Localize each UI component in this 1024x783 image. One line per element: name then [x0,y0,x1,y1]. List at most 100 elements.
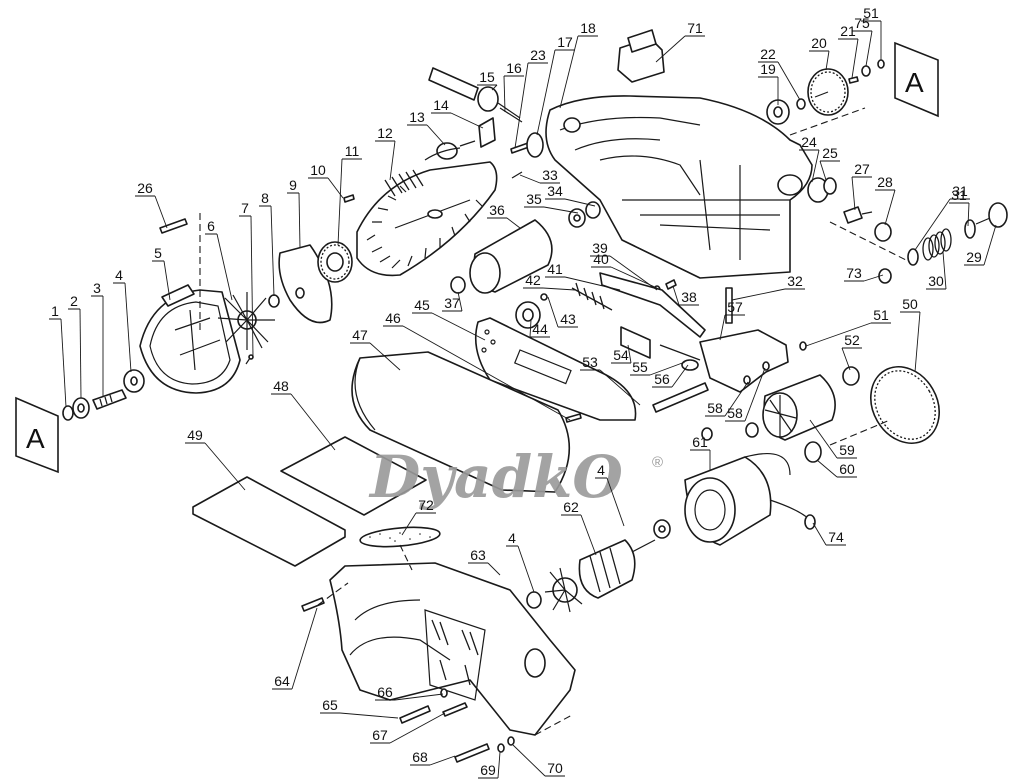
part-screw-10 [343,194,355,203]
leader-line [580,514,597,556]
part-number: 36 [489,202,505,218]
leader-line [942,251,947,290]
part-label-36: 36 [487,202,521,229]
part-number: 58 [707,400,723,416]
part-label-6: 6 [205,218,233,301]
part-label-24: 24 [799,134,820,183]
part-lever-27 [843,206,873,224]
leader-line [610,266,658,289]
part-number: 70 [547,760,563,776]
part-label-51: 51 [805,307,891,347]
part-washer-22 [796,98,806,110]
part-label-28: 28 [875,174,896,226]
part-side-cover-12 [356,161,498,277]
part-armature-62 [544,539,656,613]
part-label-32: 32 [731,273,805,301]
part-label-71: 71 [655,20,705,63]
leader-line [394,693,444,701]
part-number: 44 [532,321,548,337]
part-screw-26 [159,218,188,234]
part-retaining-ring-51b [799,341,807,351]
leader-line [339,712,399,719]
part-toothed-belt-50 [870,366,940,444]
part-screw-67 [442,702,468,717]
part-label-47: 47 [350,327,401,371]
leader-line [671,364,689,388]
part-label-1: 1 [49,303,67,408]
part-platen-49 [192,476,346,567]
part-pinion-60 [804,441,822,463]
part-number: 12 [377,125,393,141]
part-number: 27 [854,161,870,177]
part-label-56: 56 [652,364,689,388]
leader-line [542,287,576,291]
part-label-65: 65 [320,697,399,719]
part-label-4: 4 [506,530,535,593]
part-bearing-59b [745,422,759,438]
part-label-74: 74 [812,522,846,546]
part-number: 51 [873,307,889,323]
leader-line [564,276,621,291]
part-label-16: 16 [503,60,524,113]
part-label-70: 70 [512,744,565,777]
part-label-18: 18 [559,20,598,109]
part-front-bracket-57 [699,329,789,393]
part-spring-42 [571,282,613,311]
part-number: 51 [863,5,879,21]
part-sponge-filter-72 [359,526,441,548]
part-label-38: 38 [672,285,699,306]
leader-line [914,198,951,251]
part-bearing-37 [450,276,466,294]
leader-line [812,522,827,546]
leader-line [672,285,680,306]
leader-line [503,75,506,113]
leader-line [536,49,556,136]
leader-line [426,124,446,146]
part-label-44: 44 [529,319,550,338]
part-label-7: 7 [239,200,254,358]
part-label-58: 58 [705,381,749,417]
part-pulley-44 [515,301,541,329]
part-number: 48 [273,378,289,394]
part-number: 56 [654,371,670,387]
leader-line [519,174,541,184]
part-label-30: 30 [926,251,947,290]
part-number: 72 [418,497,434,513]
part-number: 42 [525,272,541,288]
part-number: 17 [557,34,573,50]
leader-line [491,84,498,91]
part-number: 35 [526,191,542,207]
leader-line [865,30,873,67]
leader-line [512,744,546,777]
part-number: 29 [966,249,982,265]
part-label-11: 11 [337,143,362,246]
part-screw-65 [399,705,431,724]
part-label-73: 73 [844,265,884,282]
leader-line [805,322,872,347]
part-brush-holder-74 [804,514,816,530]
part-number: 62 [563,499,579,515]
part-label-25: 25 [819,145,840,181]
part-label-37: 37 [442,291,463,312]
part-number: 67 [372,727,388,743]
leader-line [290,393,336,451]
leader-line [655,35,686,63]
part-label-67: 67 [370,712,446,744]
part-gear-housing-5 [139,284,241,394]
part-large-gear-20 [807,68,849,116]
part-cord-guard-16 [497,102,523,123]
part-label-2: 2 [68,293,82,399]
leader-line [863,274,884,282]
part-label-42: 42 [523,272,576,291]
leader-line [337,158,343,246]
part-bearing-34 [585,201,601,219]
part-bearing-4c [526,591,542,609]
part-plate-41 [599,272,706,338]
part-label-4: 4 [595,462,625,527]
leader-line [429,755,456,766]
part-label-13: 13 [407,109,446,146]
part-number: 46 [385,310,401,326]
part-bearing-4b [653,519,671,539]
leader-line [250,215,254,358]
